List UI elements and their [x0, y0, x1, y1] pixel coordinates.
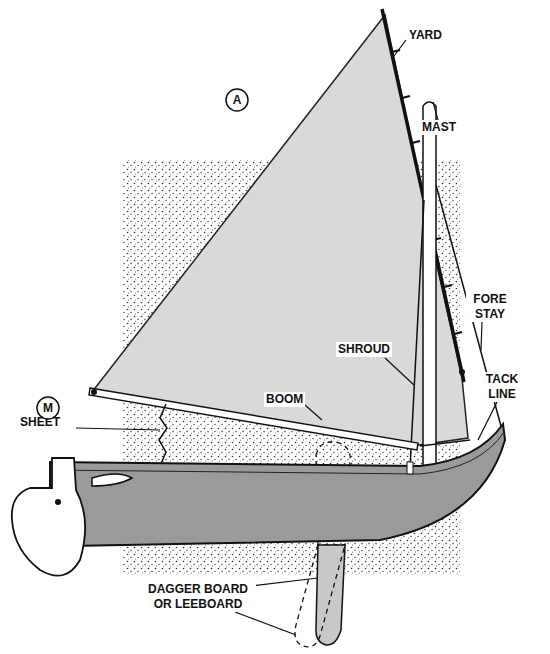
- tack-line-label: TACK LINE: [478, 372, 526, 402]
- yard-label: YARD: [407, 28, 444, 43]
- tiller: [92, 474, 132, 486]
- leader-lines: [76, 40, 497, 635]
- shroud-line: [410, 200, 424, 468]
- fore-stay-label: FORE STAY: [466, 292, 514, 322]
- sheet-rope: [159, 404, 167, 466]
- tack-line: [420, 440, 470, 446]
- rudder: [12, 458, 85, 576]
- callout-letter-group: M: [36, 396, 60, 415]
- circle-outline: [226, 89, 248, 111]
- dagger-board-label: DAGGER BOARD OR LEEBOARD: [140, 582, 256, 612]
- callout-circle: A: [225, 88, 249, 112]
- shroud-label: SHROUD: [336, 342, 392, 357]
- sheet-label: SHEET: [18, 415, 62, 430]
- gunwale: [52, 432, 504, 474]
- hull: [50, 424, 505, 546]
- leeboard-outline: [295, 545, 345, 647]
- sail: [92, 15, 468, 446]
- callout-circle: M: [36, 396, 60, 420]
- boom-label: BOOM: [264, 392, 305, 407]
- circle-outline: [37, 397, 59, 419]
- callout-letter: A: [225, 93, 249, 107]
- callout-letter: M: [36, 401, 60, 415]
- mast-label: MAST: [420, 120, 458, 135]
- callout-letter-group: A: [225, 88, 249, 107]
- boom-spar: [89, 388, 418, 450]
- mast: [423, 102, 436, 470]
